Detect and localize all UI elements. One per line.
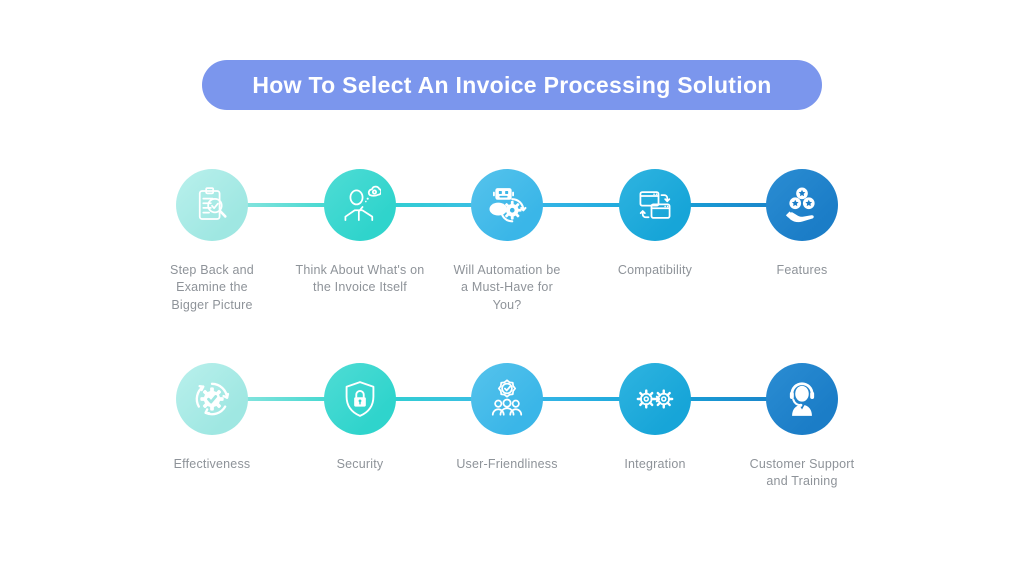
step-automation-must-have: Will Automation be a Must-Have for You? [427, 169, 587, 314]
step-customer-support: Customer Support and Training [722, 363, 882, 491]
step-integration: Integration [575, 363, 735, 473]
step-label: Step Back and Examine the Bigger Picture [170, 263, 254, 312]
step-circle [324, 363, 396, 435]
step-circle [324, 169, 396, 241]
step-label: Features [776, 263, 828, 277]
gear-cycle-icon [195, 382, 230, 416]
headset-person-icon [789, 382, 815, 416]
step-label: Think About What's on the Invoice Itself [295, 263, 425, 295]
step-security: Security [280, 363, 440, 473]
windows-sync-icon [639, 191, 671, 219]
clipboard-search-icon [198, 187, 227, 220]
step-circle [766, 169, 838, 241]
step-compatibility: Compatibility [575, 169, 735, 279]
step-label: Compatibility [617, 263, 693, 277]
step-circle [619, 169, 691, 241]
step-circle [176, 363, 248, 435]
shield-lock-icon [345, 381, 375, 417]
step-invoice-itself: Think About What's on the Invoice Itself [280, 169, 440, 297]
hand-stars-icon [785, 187, 815, 223]
step-features: Features [722, 169, 882, 279]
step-label: Will Automation be a Must-Have for You? [453, 263, 561, 312]
step-circle [766, 363, 838, 435]
step-circle [471, 169, 543, 241]
title-pill: How To Select An Invoice Processing Solu… [202, 60, 822, 110]
step-examine-bigger-picture: Step Back and Examine the Bigger Picture [132, 169, 292, 314]
step-circle [471, 363, 543, 435]
step-label: Security [336, 457, 384, 471]
step-effectiveness: Effectiveness [132, 363, 292, 473]
step-label: Integration [624, 457, 686, 471]
step-circle [619, 363, 691, 435]
step-label: User-Friendliness [456, 457, 558, 471]
users-badge-icon [491, 379, 523, 416]
page-title: How To Select An Invoice Processing Solu… [252, 71, 772, 98]
step-circle [176, 169, 248, 241]
thinking-person-icon [344, 185, 381, 222]
step-label: Effectiveness [173, 457, 251, 471]
gears-arrow-icon [636, 389, 674, 409]
step-user-friendliness: User-Friendliness [427, 363, 587, 473]
step-label: Customer Support and Training [749, 457, 855, 489]
automation-robot-icon [489, 188, 527, 223]
